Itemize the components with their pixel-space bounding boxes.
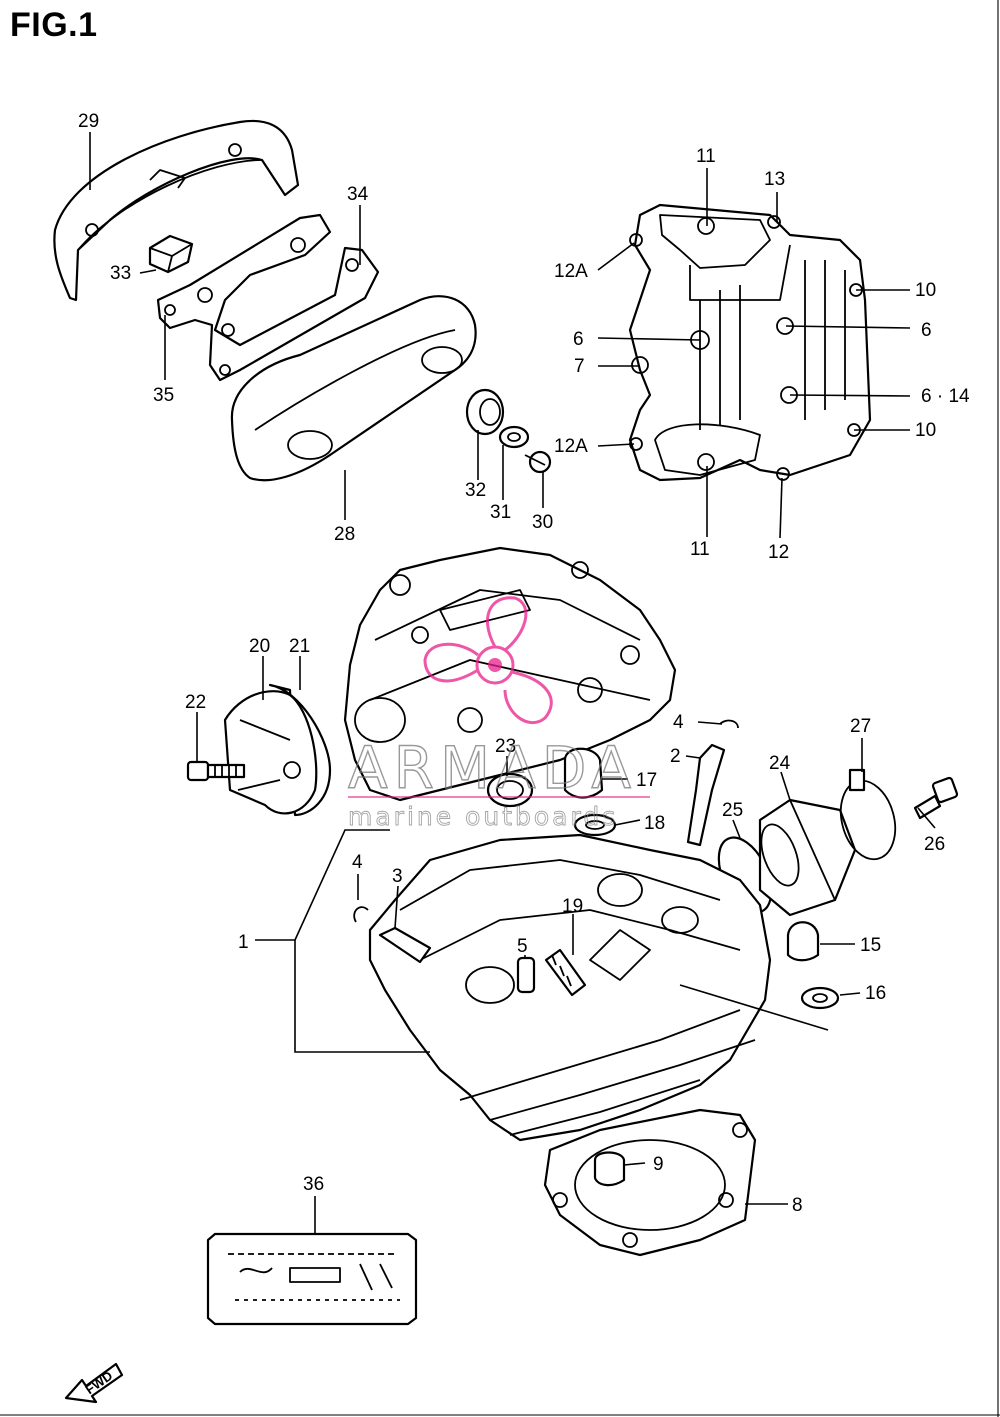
part-4-clip-lower <box>353 906 369 923</box>
callout-27: 27 <box>850 716 871 737</box>
watermark-tagline: marine outboards <box>348 802 618 831</box>
part-4-clip-upper <box>719 719 739 729</box>
callout-16: 16 <box>865 983 886 1004</box>
callout-11-top: 11 <box>696 146 716 167</box>
part-8-head-gasket <box>543 1108 757 1257</box>
callout-3: 3 <box>392 866 403 887</box>
callout-29: 29 <box>78 111 99 132</box>
callout-12A-top: 12A <box>554 261 588 282</box>
part-31-washer <box>498 425 530 449</box>
callout-30: 30 <box>532 512 553 533</box>
callout-15: 15 <box>860 935 881 956</box>
callout-21: 21 <box>289 636 310 657</box>
watermark: ARMADA marine outboards <box>347 596 650 831</box>
callout-12A-bottom: 12A <box>554 436 588 457</box>
callout-4-upper: 4 <box>673 712 684 733</box>
callout-13: 13 <box>764 169 785 190</box>
callout-26: 26 <box>924 834 945 855</box>
callout-6-right: 6 <box>921 320 932 341</box>
callout-5: 5 <box>517 936 528 957</box>
callout-11-bottom: 11 <box>690 539 710 560</box>
part-16-washer <box>800 986 840 1010</box>
callout-23: 23 <box>495 736 516 757</box>
callout-34: 34 <box>347 184 369 205</box>
part-22-bolt <box>186 760 246 782</box>
callout-1: 1 <box>238 932 249 953</box>
callout-4-lower: 4 <box>352 852 363 873</box>
part-19-spark-plug <box>544 948 587 997</box>
callout-32: 32 <box>465 480 486 501</box>
callout-28: 28 <box>334 524 355 545</box>
part-2-valve-guide <box>686 743 726 847</box>
callout-22: 22 <box>185 692 206 713</box>
figure-title: FIG.1 <box>10 6 98 44</box>
part-23-seal <box>486 772 534 808</box>
part-29-cover <box>53 119 300 302</box>
part-9-dowel-pin <box>593 1151 626 1187</box>
callout-7: 7 <box>574 356 585 377</box>
callout-20: 20 <box>249 636 270 657</box>
callout-6-left: 6 <box>573 329 584 350</box>
part-17-cap <box>563 747 604 799</box>
callout-31: 31 <box>490 502 511 523</box>
part-head-cover-assembly <box>628 203 872 482</box>
part-33-pad <box>148 234 194 274</box>
fwd-arrow-icon: FWD <box>64 1362 124 1404</box>
callout-10-bottom: 10 <box>915 420 936 441</box>
propeller-logo-icon <box>423 596 553 725</box>
callout-25: 25 <box>722 800 743 821</box>
callout-18: 18 <box>644 813 665 834</box>
callout-24: 24 <box>769 753 791 774</box>
callout-36: 36 <box>303 1174 324 1195</box>
callout-6-14: 6 · 14 <box>921 386 970 407</box>
callout-19: 19 <box>562 896 583 917</box>
callout-33: 33 <box>110 263 131 284</box>
part-24-intake-pipe <box>758 798 857 917</box>
callout-35: 35 <box>153 385 174 406</box>
part-32-grommet <box>465 388 505 436</box>
part-36-label <box>206 1232 418 1326</box>
part-28-head-cover <box>230 295 477 482</box>
part-34-bracket <box>156 213 380 382</box>
callout-17: 17 <box>636 770 657 791</box>
leader-lines <box>89 132 936 1234</box>
part-27-clamp <box>839 768 897 861</box>
watermark-brand: ARMADA <box>348 734 637 802</box>
part-5-dowel <box>516 956 536 994</box>
part-15-cap-nut <box>786 921 820 962</box>
part-3-valve-guide <box>378 926 432 964</box>
callout-2: 2 <box>670 746 681 767</box>
callout-10-top: 10 <box>915 280 936 301</box>
callout-labels: 29 33 34 35 28 32 31 30 11 13 12A 6 7 12… <box>78 111 970 1216</box>
callout-9: 9 <box>653 1154 664 1175</box>
callout-8: 8 <box>792 1195 803 1216</box>
part-30-bolt <box>524 450 552 474</box>
part-20-cap <box>223 690 318 815</box>
callout-12: 12 <box>768 542 789 563</box>
